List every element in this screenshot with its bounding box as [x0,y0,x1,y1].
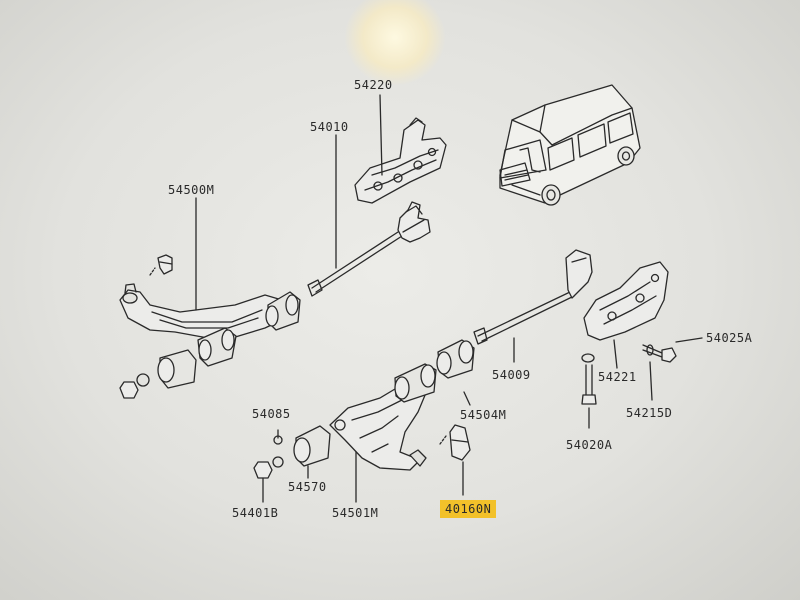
part-54500M-wishbone [119,197,301,399]
label-54010: 54010 [310,120,349,134]
part-54220-bracket [354,94,447,204]
label-54215D: 54215D [626,406,673,420]
label-54570: 54570 [288,480,327,494]
label-54085: 54085 [252,407,291,421]
label-54009: 54009 [492,368,531,382]
label-54500M: 54500M [168,183,215,197]
part-40160N-ball-joint [439,424,471,496]
label-54025A: 54025A [706,331,753,345]
part-54215D-54020A-fixings [581,353,653,429]
label-54504M: 54504M [460,408,507,422]
label-54221: 54221 [598,370,637,384]
van-illustration [499,84,641,206]
label-54401B: 54401B [232,506,279,520]
label-54020A: 54020A [566,438,613,452]
part-54010-torsion-bar [307,134,431,297]
label-54501M: 54501M [332,506,379,520]
part-54501M-wishbone [253,339,475,503]
part-54025A-bolt [642,337,703,363]
label-54220: 54220 [354,78,393,92]
part-54221-bracket [583,261,669,369]
part-54009-torsion-bar [473,249,593,363]
label-40160N-highlighted: 40160N [440,500,497,518]
